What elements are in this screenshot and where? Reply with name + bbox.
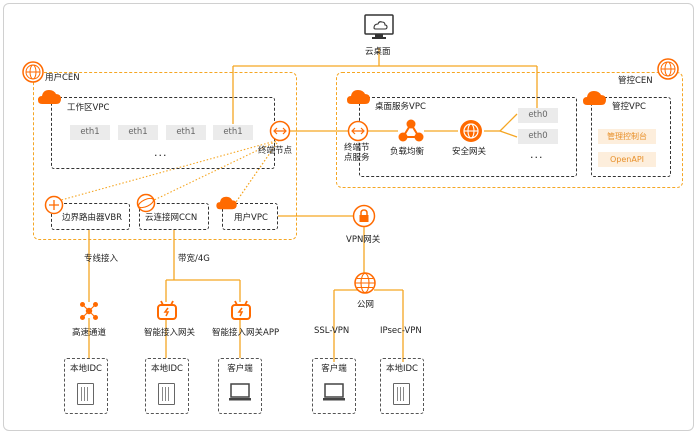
mgmt-cen-label: 管控CEN — [618, 76, 653, 86]
openapi-tag: OpenAPI — [598, 152, 656, 167]
server-icon — [158, 383, 175, 405]
ssl-vpn-label: SSL-VPN — [314, 326, 350, 336]
vpn-gateway-label: VPN网关 — [346, 235, 381, 245]
mgmt-vpc-cloud-icon — [582, 89, 608, 111]
work-ellipsis: ... — [154, 146, 168, 159]
user-vpc-box — [222, 203, 278, 230]
laptop-icon — [229, 383, 251, 407]
express-connect-icon — [79, 301, 99, 325]
mgmt-cen-globe-icon — [657, 58, 679, 84]
broadband-label: 带宽/4G — [178, 254, 210, 264]
security-gateway-label: 安全网关 — [452, 147, 487, 157]
smart-gateway-app-label: 智能接入网关APP — [212, 328, 280, 338]
monitor-icon — [364, 14, 394, 44]
cloud-desktop-label: 云桌面 — [365, 47, 391, 57]
user-cen-label: 用户CEN — [45, 73, 80, 83]
terminal-node-label: 终端节点 — [258, 146, 293, 156]
client-box-1: 客户端 — [218, 358, 262, 414]
cen-globe-icon — [22, 61, 44, 87]
client-label: 客户端 — [321, 364, 347, 374]
vbr-router-icon — [44, 195, 64, 219]
laptop-icon — [323, 383, 345, 407]
load-balancer-label: 负载均衡 — [390, 147, 425, 157]
service-eth-1: eth0 — [518, 108, 558, 123]
work-eth-2: eth1 — [118, 125, 158, 140]
ccn-label: 云连接网CCN — [145, 213, 198, 223]
local-idc-label: 本地IDC — [386, 364, 418, 374]
ipsec-vpn-label: IPsec-VPN — [380, 326, 422, 336]
local-idc-box-1: 本地IDC — [64, 358, 108, 414]
user-vpc-cloud-icon — [215, 195, 239, 215]
terminal-service-icon — [347, 120, 369, 146]
diagram-frame — [3, 3, 694, 431]
work-vpc-cloud-icon — [37, 88, 63, 110]
server-icon — [77, 383, 94, 405]
local-idc-box-3: 本地IDC — [380, 358, 424, 414]
vbr-box — [51, 203, 130, 230]
security-gateway-icon — [459, 119, 483, 147]
mgmt-cen-box — [336, 72, 683, 188]
server-icon — [393, 383, 410, 405]
vpn-gateway-icon — [352, 204, 376, 232]
ccn-box — [139, 203, 209, 230]
service-eth-2: eth0 — [518, 129, 558, 144]
local-idc-label: 本地IDC — [151, 364, 183, 374]
client-label: 客户端 — [227, 364, 253, 374]
smart-gateway-label: 智能接入网关 — [144, 328, 196, 338]
smart-gateway-icon — [156, 300, 178, 326]
load-balancer-icon — [398, 118, 424, 148]
work-eth-3: eth1 — [166, 125, 206, 140]
desktop-vpc-cloud-icon — [346, 88, 372, 110]
express-connect-label: 高速通道 — [72, 328, 107, 338]
public-net-label: 公网 — [357, 300, 375, 310]
local-idc-box-2: 本地IDC — [145, 358, 189, 414]
smart-gateway-app-icon — [230, 300, 252, 326]
public-net-icon — [354, 272, 376, 298]
work-eth-4: eth1 — [213, 125, 253, 140]
client-box-2: 客户端 — [312, 358, 356, 414]
work-vpc-label: 工作区VPC — [67, 103, 110, 113]
user-cen-box — [33, 72, 297, 240]
dedicated-line-label: 专线接入 — [84, 254, 119, 264]
ccn-icon — [136, 193, 156, 217]
terminal-service-label: 终端节点服务 — [344, 143, 370, 163]
local-idc-label: 本地IDC — [70, 364, 102, 374]
terminal-node-icon — [269, 120, 291, 146]
mgmt-vpc-box — [591, 97, 671, 177]
work-eth-1: eth1 — [70, 125, 110, 140]
mgmt-console-tag: 管理控制台 — [598, 129, 656, 144]
service-ellipsis: ... — [530, 148, 544, 161]
vbr-label: 边界路由器VBR — [62, 213, 123, 223]
user-vpc-label: 用户VPC — [234, 213, 268, 223]
desktop-vpc-label: 桌面服务VPC — [375, 102, 426, 112]
mgmt-vpc-label: 管控VPC — [612, 102, 646, 112]
